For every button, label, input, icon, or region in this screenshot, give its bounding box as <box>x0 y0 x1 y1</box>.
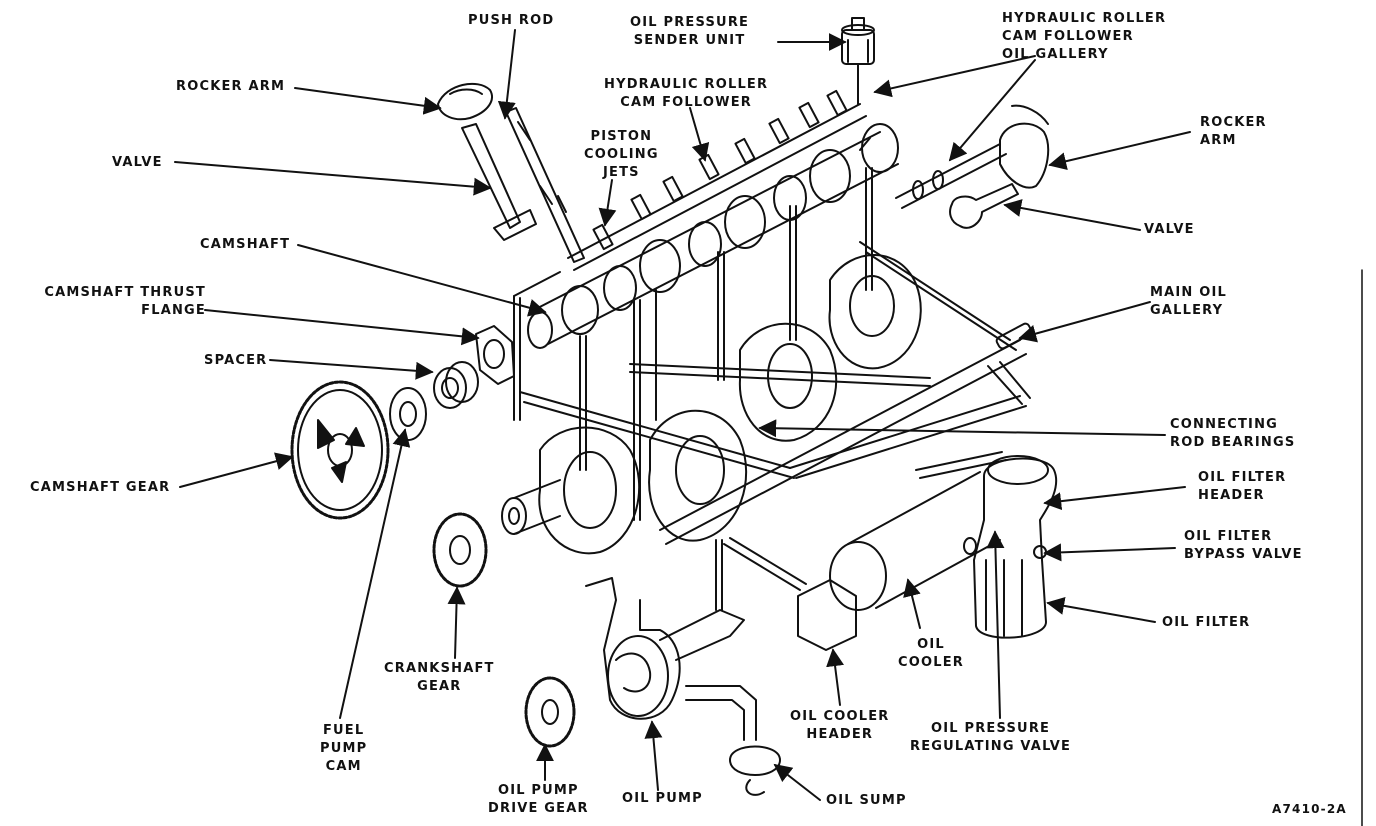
camshaft-thrust-flange-shape <box>475 325 515 385</box>
label-valve-left: VALVE <box>112 155 163 170</box>
crankshaft-gear-shape <box>432 512 488 588</box>
oil-gallery-frame <box>513 167 1033 545</box>
oil-filter-shape <box>963 455 1058 639</box>
cam-follower-gallery <box>567 89 867 271</box>
label-oil-filter-header: OIL FILTER HEADER <box>1198 470 1287 503</box>
label-connecting-rod-bearings: CONNECTING ROD BEARINGS <box>1170 417 1296 450</box>
oil-pump-drive-gear-shape <box>524 676 576 748</box>
camshaft-drawing <box>527 123 899 349</box>
right-rocker-assembly <box>895 104 1050 229</box>
crankshaft-drawing <box>501 254 922 555</box>
left-rocker-assembly <box>437 82 585 263</box>
label-camshaft-thrust-flange: CAMSHAFT THRUST FLANGE <box>44 285 206 318</box>
label-piston-cooling-jets: PISTON COOLING JETS <box>584 129 659 180</box>
label-oil-sump: OIL SUMP <box>826 793 907 808</box>
label-oil-filter: OIL FILTER <box>1162 615 1251 630</box>
label-oil-pressure-regulating-valve: OIL PRESSURE REGULATING VALVE <box>910 721 1072 754</box>
label-main-oil-gallery: MAIN OIL GALLERY <box>1150 285 1228 318</box>
label-rocker-arm-left: ROCKER ARM <box>176 79 286 94</box>
label-oil-pump-drive-gear: OIL PUMP DRIVE GEAR <box>488 783 589 816</box>
label-oil-pump: OIL PUMP <box>622 791 703 806</box>
label-oil-cooler: OIL COOLER <box>898 637 965 670</box>
label-hydraulic-roller-follower: HYDRAULIC ROLLER CAM FOLLOWER <box>604 77 769 110</box>
oil-pump-shape <box>585 539 781 796</box>
label-valve-right: VALVE <box>1144 222 1195 237</box>
label-crankshaft-gear: CRANKSHAFT GEAR <box>384 661 495 694</box>
oil-pressure-sender-unit <box>841 17 875 105</box>
label-hydraulic-roller-gallery: HYDRAULIC ROLLER CAM FOLLOWER OIL GALLER… <box>1002 11 1167 62</box>
label-push-rod: PUSH ROD <box>468 13 555 28</box>
label-fuel-pump-cam: FUEL PUMP CAM <box>320 723 368 774</box>
label-figure-code: A7410-2A <box>1272 802 1347 816</box>
fuel-pump-cam-shape <box>389 387 427 441</box>
label-camshaft-gear: CAMSHAFT GEAR <box>30 480 171 495</box>
leader-lines <box>174 29 1191 801</box>
label-spacer: SPACER <box>204 353 268 368</box>
camshaft-gear-shape <box>290 380 390 520</box>
oil-cooler-shape <box>723 451 1007 651</box>
label-oil-pressure-sender: OIL PRESSURE SENDER UNIT <box>630 15 750 48</box>
spacer-shape <box>433 361 479 409</box>
label-oil-cooler-header: OIL COOLER HEADER <box>790 709 890 742</box>
label-oil-filter-bypass-valve: OIL FILTER BYPASS VALVE <box>1184 529 1303 562</box>
label-rocker-arm-right: ROCKER ARM <box>1200 115 1267 148</box>
label-camshaft: CAMSHAFT <box>200 237 291 252</box>
